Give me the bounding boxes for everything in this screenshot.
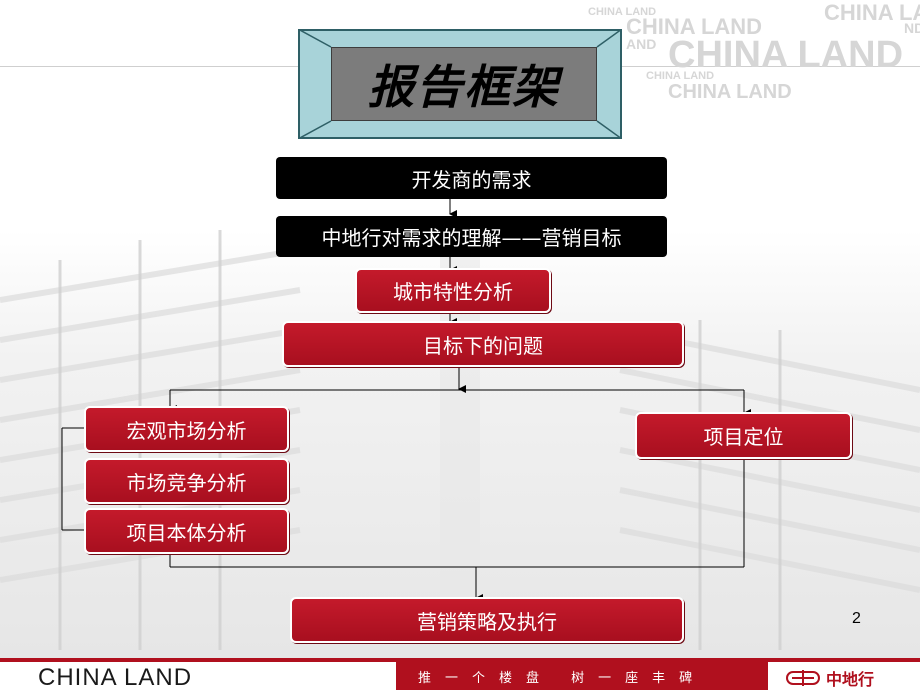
- footer-bar: [0, 658, 920, 662]
- flow-step-market-competition: 市场竞争分析: [84, 458, 289, 504]
- watermark-text: ND: [904, 20, 920, 36]
- watermark-text: CHINA LAND: [646, 70, 715, 82]
- flow-step-positioning: 项目定位: [635, 412, 852, 459]
- flow-step-label: 营销策略及执行: [417, 609, 557, 634]
- flow-step-macro-market: 宏观市场分析: [84, 406, 289, 452]
- flow-step-label: 项目定位: [703, 425, 784, 449]
- watermark-text: CHINA LAND: [824, 0, 920, 25]
- flow-step-label: 宏观市场分析: [126, 418, 247, 443]
- flow-step-project-analysis: 项目本体分析: [84, 508, 289, 554]
- watermark-text: CHINA LAND: [588, 6, 657, 18]
- brand-logo-icon: [786, 670, 820, 686]
- flow-step-developer-needs: 开发商的需求: [276, 157, 667, 199]
- page-number: 2: [852, 610, 861, 627]
- flow-step-label: 市场竞争分析: [126, 470, 247, 495]
- flow-step-goal-problems: 目标下的问题: [282, 321, 684, 367]
- footer-brand: 中地行: [786, 666, 874, 690]
- flow-step-label: 城市特性分析: [393, 280, 513, 304]
- watermark-text: CHINA LAND: [626, 14, 763, 39]
- flow-step-label: 目标下的问题: [423, 333, 543, 358]
- watermark-text: CHINA LAND: [668, 34, 904, 76]
- flow-step-label: 中地行对需求的理解——营销目标: [321, 226, 622, 250]
- footer-slogan-strip: 推一个楼盘 树一座丰碑: [396, 662, 768, 690]
- watermark-text: AND: [626, 36, 657, 52]
- footer-logo-text: CHINA LAND: [38, 664, 193, 691]
- flow-step-city-analysis: 城市特性分析: [355, 268, 551, 313]
- flow-step-marketing-goal: 中地行对需求的理解——营销目标: [276, 216, 667, 257]
- flow-step-label: 项目本体分析: [126, 520, 247, 545]
- footer-slogan: 推一个楼盘 树一座丰碑: [418, 670, 707, 686]
- flow-step-label: 开发商的需求: [411, 167, 532, 192]
- page-title: 报告框架: [368, 60, 560, 114]
- watermark-text: CHINA LAND: [668, 81, 792, 103]
- footer-brand-name: 中地行: [826, 670, 875, 689]
- title-frame-bevel: [298, 29, 622, 139]
- flow-step-strategy-execution: 营销策略及执行: [290, 597, 684, 643]
- footer: CHINA LAND 推一个楼盘 树一座丰碑 中地行: [0, 658, 920, 691]
- title-panel: 报告框架: [331, 47, 597, 121]
